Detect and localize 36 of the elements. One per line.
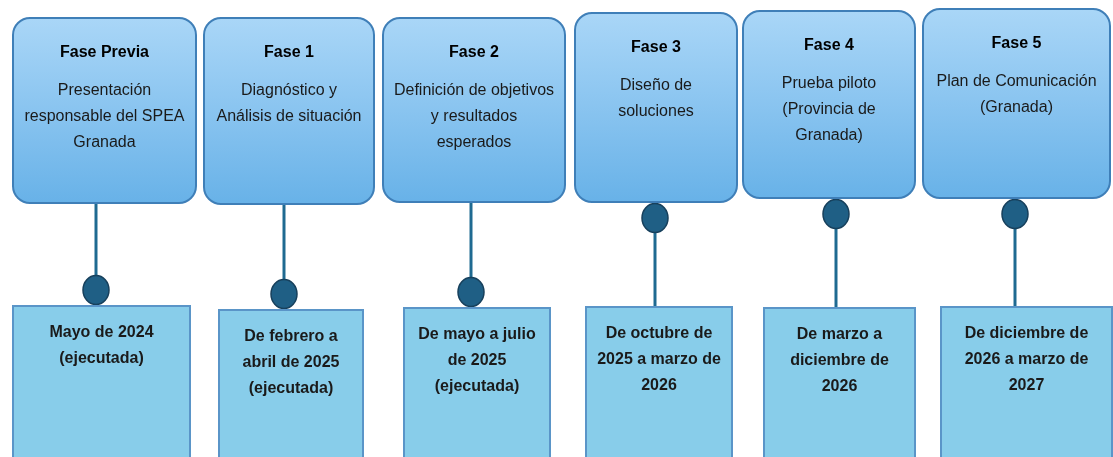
date-box (763, 307, 916, 457)
phase-description: Diagnóstico y Análisis de situación (215, 80, 363, 126)
date-range: De octubre de 2025 a marzo de 2026 (596, 323, 722, 395)
connector-line (1001, 198, 1029, 306)
phase-box (203, 17, 375, 205)
connector-line (641, 202, 669, 306)
phase-description: Definición de objetivos y resultados esperados (392, 80, 556, 152)
connector-line (270, 205, 298, 310)
date-box (585, 306, 733, 457)
date-box (403, 307, 551, 457)
date-range: De marzo a diciembre de 2026 (789, 324, 890, 396)
date-box (940, 306, 1113, 457)
phase-title: Fase Previa (60, 42, 149, 62)
phase-description: Prueba piloto (Provincia de Granada) (780, 73, 878, 145)
phase-title: Fase 3 (631, 37, 681, 57)
phase-description: Plan de Comunicación (Granada) (935, 71, 1098, 117)
connector-line (82, 204, 110, 306)
date-range: De mayo a julio de 2025 (ejecutada) (417, 324, 537, 396)
connector-line (457, 203, 485, 308)
phase-box (382, 17, 566, 203)
date-range: De febrero a abril de 2025 (ejecutada) (241, 326, 341, 398)
date-range: Mayo de 2024 (ejecutada) (48, 322, 155, 368)
phase-box (922, 8, 1111, 199)
phase-title: Fase 4 (804, 35, 854, 55)
date-range: De diciembre de 2026 a marzo de 2027 (963, 323, 1090, 395)
date-box (12, 305, 191, 457)
connector-line (822, 198, 850, 307)
phase-title: Fase 1 (264, 42, 314, 62)
phase-title: Fase 5 (991, 33, 1042, 53)
phase-description: Diseño de soluciones (617, 75, 695, 121)
date-box (218, 309, 364, 457)
phase-title: Fase 2 (449, 42, 499, 62)
phase-box (574, 12, 738, 203)
phase-description: Presentación responsable del SPEA Granada (23, 80, 186, 152)
phase-box (742, 10, 916, 199)
phase-box (12, 17, 197, 204)
